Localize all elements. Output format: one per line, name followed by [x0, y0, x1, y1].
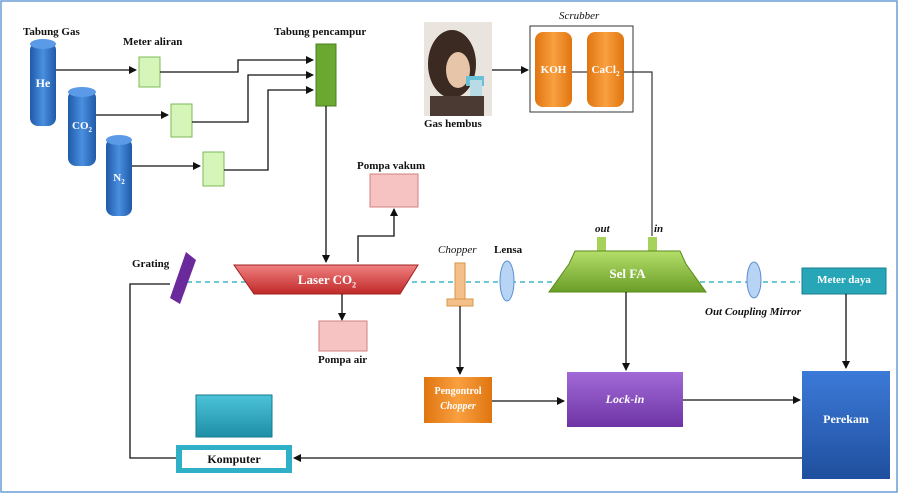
pengontrol-label: Pengontrol Chopper — [434, 386, 482, 412]
line-grating-to-computer — [129, 283, 176, 459]
scrubber-box — [529, 25, 634, 113]
scrubber-cacl2 — [587, 32, 624, 107]
label-meter-aliran: Meter aliran — [123, 36, 183, 48]
out-coupling-mirror — [746, 261, 762, 299]
computer-label-plate — [182, 450, 286, 468]
laser-co2-body — [233, 264, 419, 295]
meter-daya-box — [801, 267, 887, 295]
line-scrubber-to-cell — [624, 71, 653, 236]
chopper-base — [446, 298, 474, 307]
label-gas-hembus: Gas hembus — [424, 118, 482, 130]
label-tabung-gas: Tabung Gas — [23, 26, 80, 38]
pengontrol-chopper-box — [424, 377, 492, 423]
koh-label: KOH — [540, 64, 567, 76]
label-grating: Grating — [132, 258, 170, 270]
label-scrubber: Scrubber — [559, 10, 600, 22]
cell-port-in — [648, 237, 657, 251]
lockin-box — [567, 372, 683, 427]
label-lensa: Lensa — [494, 244, 523, 256]
perekam-label: Perekam — [823, 412, 869, 426]
chopper-blade — [454, 262, 466, 300]
label-out-coupling-mirror: Out Coupling Mirror — [705, 306, 801, 318]
flowmeter-co2 — [170, 103, 193, 138]
cylinder-he — [30, 39, 56, 126]
flowmeter-n2 — [202, 151, 225, 187]
pompa-air-box — [318, 320, 368, 352]
laser-label: Laser CO2 — [297, 272, 357, 290]
cylinder-n2-label: N2 — [113, 172, 125, 187]
flowmeter-he — [138, 56, 161, 88]
cylinder-he-label: He — [35, 76, 51, 90]
line-laser-to-vacuum — [357, 208, 398, 262]
grating-element — [170, 252, 196, 304]
mixer-tube — [315, 43, 337, 107]
komputer-label: Komputer — [207, 452, 261, 466]
sel-fa-cell — [548, 250, 707, 293]
cell-port-out — [597, 237, 606, 251]
lockin-label: Lock-in — [605, 392, 645, 406]
line-meter-he-to-mixer — [160, 56, 314, 73]
label-tabung-pencampur: Tabung pencampur — [274, 26, 367, 38]
gas-hembus-photo — [424, 22, 492, 116]
cylinder-n2 — [106, 135, 132, 216]
cylinder-co2-label: CO2 — [72, 120, 92, 135]
line-meter-co2-to-mixer — [192, 71, 314, 123]
perekam-box — [802, 371, 890, 479]
label-out: out — [595, 223, 610, 235]
line-meter-n2-to-mixer — [224, 86, 314, 171]
label-pompa-air: Pompa air — [318, 354, 368, 366]
cylinder-co2 — [68, 87, 96, 166]
scrubber-koh — [535, 32, 572, 107]
label-pompa-vakum: Pompa vakum — [357, 160, 426, 172]
meter-daya-label: Meter daya — [817, 274, 871, 286]
pompa-vakum-box — [369, 173, 419, 208]
cacl2-label: CaCl2 — [591, 64, 620, 79]
lensa-element — [499, 260, 515, 302]
label-chopper: Chopper — [438, 244, 477, 256]
sel-fa-label: Sel FA — [609, 266, 646, 281]
computer-monitor — [195, 394, 273, 438]
label-in: in — [654, 223, 664, 235]
